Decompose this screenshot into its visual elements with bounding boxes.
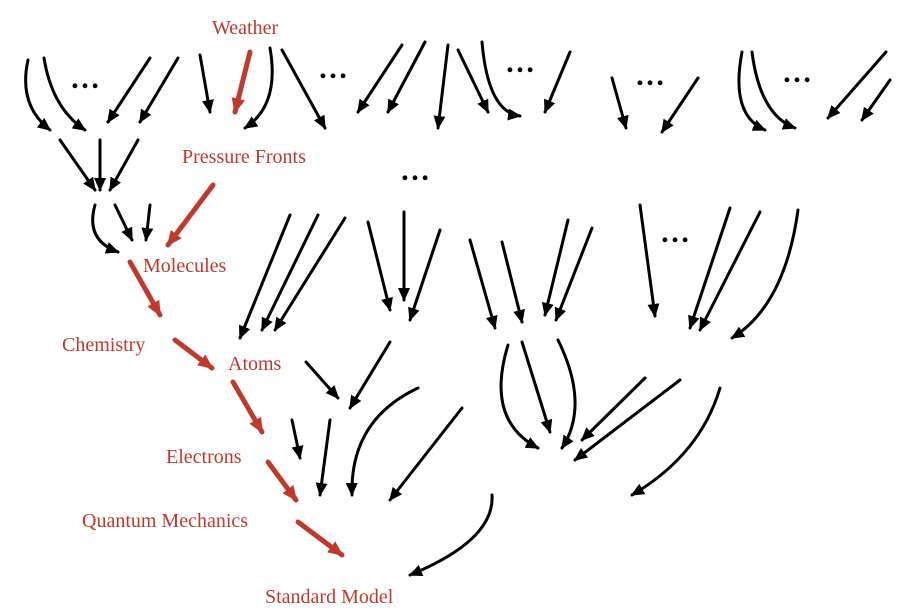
ellipsis-7: …	[660, 216, 691, 249]
arrow-lc-1	[304, 360, 340, 400]
arrow-mol-1	[91, 203, 120, 254]
label-pressure-fronts: Pressure Fronts	[182, 146, 306, 168]
arrow-sm-1	[408, 493, 494, 577]
arrow-m-1	[356, 43, 404, 114]
arrow-lr-3	[556, 338, 577, 450]
red-arrow-weather-to-pressure	[231, 49, 253, 115]
arrow-m-4	[456, 48, 490, 114]
ellipsis-2: …	[318, 52, 349, 85]
arrow-m-3	[433, 43, 450, 130]
red-arrow-quantum-to-standard	[295, 519, 345, 558]
arrow-mol-3	[141, 203, 154, 242]
ellipsis-5: …	[782, 56, 813, 89]
arrow-lr-1	[499, 343, 540, 450]
arrow-w-2	[243, 46, 274, 130]
arrow-tl-4	[138, 56, 180, 124]
arrow-tl-3	[106, 56, 152, 124]
arrow-r-3	[737, 50, 767, 132]
ellipsis-group: … … … … … … …	[70, 46, 813, 249]
red-arrow-molecules-to-chemistry	[127, 259, 163, 318]
arrow-cr-2	[500, 240, 525, 324]
arrow-r-2	[660, 76, 700, 134]
arrow-r-6	[860, 78, 892, 122]
arrow-r-5	[826, 50, 888, 120]
arrow-cr-3	[541, 218, 570, 317]
arrow-rg-4	[730, 208, 800, 340]
arrow-lc-6	[388, 406, 464, 502]
labels: Weather Pressure Fronts Molecules Chemis…	[62, 17, 394, 608]
arrow-w-3	[280, 48, 327, 130]
arrow-m-6	[543, 50, 572, 114]
red-arrow-atoms-to-electrons	[230, 379, 265, 435]
arrow-lr-6	[630, 386, 722, 497]
arrow-lr-4	[580, 376, 647, 442]
ellipsis-6: …	[400, 154, 431, 187]
label-chemistry: Chemistry	[62, 334, 145, 356]
arrow-c-1	[366, 220, 393, 312]
arrow-m-2	[386, 40, 427, 114]
arrow-w-1	[198, 53, 214, 114]
arrow-cr-4	[554, 226, 594, 322]
arrow-lr-2	[520, 340, 553, 434]
arrow-lc-5	[345, 386, 420, 497]
black-arrows	[24, 40, 892, 577]
arrow-ll-1	[58, 138, 97, 192]
label-molecules: Molecules	[143, 255, 227, 277]
arrow-r-4	[750, 50, 797, 130]
red-arrow-pressure-to-molecules	[165, 182, 216, 248]
arrow-rg-2	[688, 206, 732, 330]
label-weather: Weather	[212, 17, 278, 39]
ellipsis-4: …	[635, 59, 666, 92]
label-standard-model: Standard Model	[265, 586, 394, 608]
arrow-rg-1	[638, 203, 660, 318]
arrow-lc-2	[348, 340, 392, 410]
red-arrows	[127, 49, 345, 558]
arrow-ll-3	[108, 138, 140, 192]
label-quantum-mechanics: Quantum Mechanics	[82, 510, 248, 532]
red-arrow-electrons-to-quantum	[265, 459, 299, 503]
ellipsis-3: …	[505, 46, 536, 79]
label-atoms: Atoms	[228, 353, 282, 375]
arrow-r-1	[610, 76, 629, 130]
label-electrons: Electrons	[166, 446, 242, 468]
arrow-m-5	[480, 40, 522, 121]
arrow-tl-2	[42, 56, 87, 132]
arrow-cr-1	[468, 238, 498, 330]
arrow-rg-3	[698, 210, 762, 332]
arrow-mol-2	[113, 203, 134, 242]
ellipsis-1: …	[70, 62, 101, 95]
arrow-tl-1	[24, 58, 52, 132]
arrow-lc-4	[315, 418, 332, 497]
arrow-at-1	[238, 213, 292, 340]
red-arrow-chemistry-to-atoms	[172, 337, 215, 371]
arrow-at-2	[260, 213, 320, 332]
arrow-lr-5	[573, 378, 682, 462]
arrow-lc-3	[290, 418, 304, 460]
arrow-c-3	[408, 228, 442, 322]
arrow-at-3	[273, 216, 347, 332]
